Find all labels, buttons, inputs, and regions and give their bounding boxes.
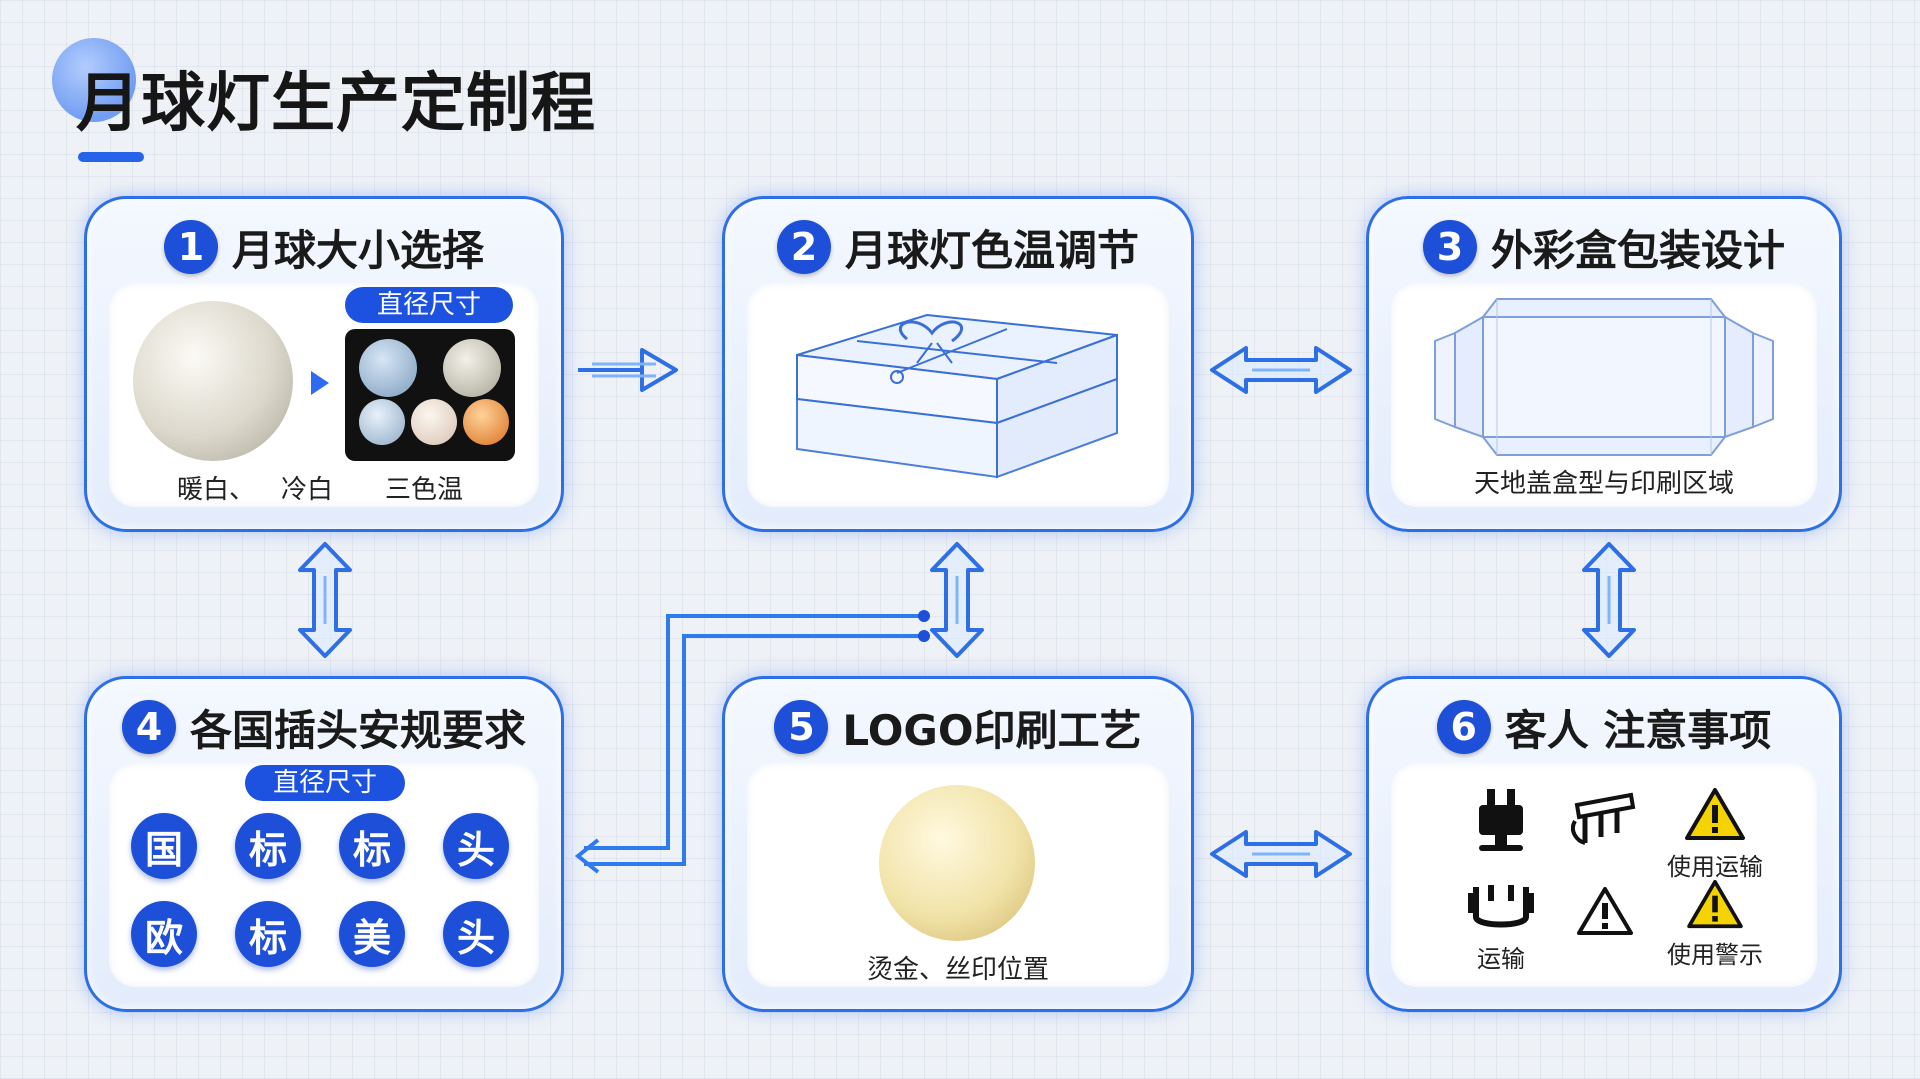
step-number-badge: 1: [163, 220, 218, 274]
plug-standard-char: 头: [443, 813, 509, 879]
arrow-2-to-5: [930, 542, 984, 658]
card-header: 6 客人 注意事项: [1369, 695, 1839, 759]
connector-4-to-2: [574, 610, 930, 874]
socket-adapter-icon: [1468, 885, 1534, 928]
step-card-6[interactable]: 6 客人 注意事项 使用运输: [1366, 676, 1842, 1012]
power-strip-icon: [1571, 792, 1636, 845]
moon-orange-sample: [463, 399, 509, 445]
plug-standard-char: 标: [235, 813, 301, 879]
card-title: 月球灯色温调节: [844, 225, 1139, 275]
step-card-2[interactable]: 2 月球灯色温调节: [722, 196, 1194, 532]
color-temp-warm-label: 暖白、: [177, 475, 256, 505]
card-body: 使用运输 运输 使用警示: [1391, 763, 1817, 987]
title-underline: [78, 152, 144, 162]
warning-outline-icon-cell: [1555, 885, 1655, 943]
card-body: [747, 283, 1169, 507]
card-body: 天地盖盒型与印刷区域: [1391, 283, 1817, 507]
moon-cool-sample: [359, 399, 405, 445]
card-title: 外彩盒包装设计: [1490, 225, 1785, 275]
color-temp-cool-label: 冷白: [281, 475, 334, 505]
warning-transport-cell: 使用运输: [1655, 787, 1775, 882]
box-type-caption: 天地盖盒型与印刷区域: [1473, 469, 1734, 499]
moon-grey-sample: [443, 339, 501, 397]
card-title: 月球大小选择: [231, 225, 484, 275]
plug-standard-char: 欧: [131, 901, 197, 967]
plug-standard-char: 头: [443, 901, 509, 967]
card-title: 客人 注意事项: [1504, 705, 1772, 755]
diameter-size-badge: 直径尺寸: [345, 287, 513, 323]
arrow-right-icon: [311, 371, 329, 395]
arrow-3-to-6: [1582, 542, 1636, 658]
step-card-4[interactable]: 4 各国插头安规要求 直径尺寸 国 标 标 头 欧 标 美 头: [84, 676, 564, 1012]
icon-label: 运输: [1477, 945, 1525, 973]
card-header: 1 月球大小选择: [87, 215, 561, 279]
arrow-5-to-6: [1210, 830, 1352, 878]
moon-lamp-image: [133, 301, 293, 461]
card-body: 烫金、丝印位置: [747, 763, 1169, 987]
plug-standard-char: 标: [339, 813, 405, 879]
warning-outline-icon: [1577, 887, 1633, 935]
card-header: 4 各国插头安规要求: [87, 695, 561, 759]
title-decoration-circle: [52, 38, 136, 122]
step-number-badge: 5: [774, 700, 829, 754]
plug-icon-cell: [1451, 787, 1551, 859]
card-body: 直径尺寸 暖白、 冷白 三色温: [109, 283, 539, 507]
warning-yellow-icon: [1685, 788, 1745, 840]
step-card-5[interactable]: 5 LOGO印刷工艺 烫金、丝印位置: [722, 676, 1194, 1012]
step-number-badge: 2: [776, 220, 831, 274]
box-dieline-illustration: [1434, 298, 1774, 456]
power-strip-icon-cell: [1555, 791, 1655, 855]
arrow-1-to-4: [298, 542, 352, 658]
card-header: 5 LOGO印刷工艺: [725, 695, 1191, 759]
plug-standard-char: 美: [339, 901, 405, 967]
arrow-2-to-3: [1210, 346, 1352, 394]
warning-usage-cell: 使用警示: [1655, 879, 1775, 970]
arrow-1-to-2: [578, 348, 678, 392]
page-title: 月球灯生产定制程: [76, 67, 596, 141]
card-body: 直径尺寸 国 标 标 头 欧 标 美 头: [109, 763, 539, 987]
socket-adapter-icon-cell: 运输: [1451, 883, 1551, 974]
warning-yellow-icon: [1687, 879, 1743, 929]
moon-warm-white-sample: [411, 399, 457, 445]
gold-moon-lamp-image: [879, 785, 1035, 941]
plug-standard-char: 标: [235, 901, 301, 967]
diameter-size-badge: 直径尺寸: [245, 765, 405, 801]
card-title: 各国插头安规要求: [189, 705, 526, 755]
moon-color-tile: [345, 329, 515, 461]
printing-caption: 烫金、丝印位置: [866, 955, 1049, 985]
step-number-badge: 3: [1422, 220, 1477, 274]
step-card-3[interactable]: 3 外彩盒包装设计 天地盖盒型与印刷区域: [1366, 196, 1842, 532]
icon-label: 使用警示: [1667, 941, 1763, 969]
card-title: LOGO印刷工艺: [842, 705, 1142, 755]
gift-box-illustration: [796, 313, 1118, 479]
card-header: 3 外彩盒包装设计: [1369, 215, 1839, 279]
plug-icon: [1479, 789, 1523, 851]
plug-standard-char: 国: [131, 813, 197, 879]
step-card-1[interactable]: 1 月球大小选择 直径尺寸 暖白、 冷白 三色温: [84, 196, 564, 532]
step-number-badge: 6: [1436, 700, 1491, 754]
moon-blue-sample: [359, 339, 417, 397]
color-temp-tri-label: 三色温: [385, 475, 464, 505]
card-header: 2 月球灯色温调节: [725, 215, 1191, 279]
step-number-badge: 4: [121, 700, 176, 754]
icon-label: 使用运输: [1667, 853, 1763, 881]
